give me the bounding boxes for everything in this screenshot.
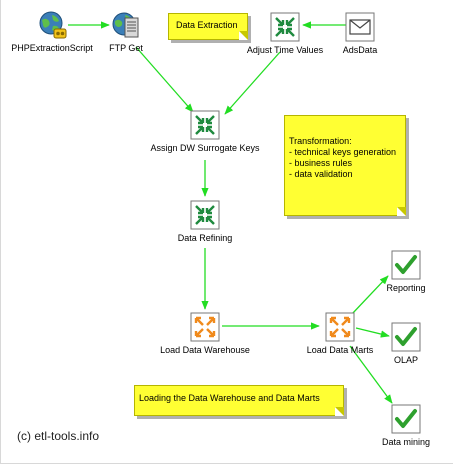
note-loading[interactable]: Loading the Data Warehouse and Data Mart…: [134, 385, 344, 416]
split-arrows-icon: [190, 312, 220, 342]
node-label: FTP Get: [109, 43, 143, 53]
node-label: Data mining: [381, 437, 431, 447]
node-data-mining[interactable]: Data mining: [374, 404, 438, 448]
node-assign-dw-surrogate-keys[interactable]: Assign DW Surrogate Keys: [145, 110, 265, 154]
merge-arrows-icon: [190, 200, 220, 230]
note-data-extraction[interactable]: Data Extraction: [168, 13, 248, 40]
note-fold: [239, 31, 248, 40]
node-label: AdsData: [342, 45, 378, 55]
note-fold: [335, 407, 344, 416]
php-script-icon: [37, 10, 67, 40]
node-load-data-marts[interactable]: Load Data Marts: [295, 312, 385, 356]
node-label: Reporting: [386, 283, 426, 293]
connector-adjust-to-assign: [224, 51, 281, 115]
connector-marts-to-olap: [355, 327, 390, 338]
left-border: [0, 0, 1, 464]
connector-ftp-to-assign: [135, 46, 194, 113]
checkmark-icon: [391, 250, 421, 280]
node-label: Load Data Warehouse: [160, 345, 250, 355]
node-php-extraction-script[interactable]: PHPExtractionScript: [2, 10, 102, 54]
node-data-refining[interactable]: Data Refining: [165, 200, 245, 244]
note-transformation-line-4: - data validation: [289, 169, 353, 179]
note-transformation-line-3: - business rules: [289, 158, 353, 168]
note-fold: [397, 207, 406, 216]
checkmark-icon: [391, 404, 421, 434]
ftp-server-icon: [111, 10, 141, 40]
node-load-data-warehouse[interactable]: Load Data Warehouse: [150, 312, 260, 356]
node-olap[interactable]: OLAP: [380, 322, 432, 366]
node-label: PHPExtractionScript: [11, 43, 93, 53]
connector-marts-to-reporting: [351, 275, 389, 315]
envelope-icon: [345, 12, 375, 42]
node-label: Adjust Time Values: [246, 45, 324, 55]
merge-arrows-icon: [270, 12, 300, 42]
split-arrows-icon: [325, 312, 355, 342]
checkmark-icon: [391, 322, 421, 352]
node-ads-data[interactable]: AdsData: [332, 12, 388, 56]
node-ftp-get[interactable]: FTP Get: [100, 10, 152, 54]
node-label: Assign DW Surrogate Keys: [150, 143, 260, 153]
merge-arrows-icon: [190, 110, 220, 140]
node-label: OLAP: [393, 355, 418, 365]
note-data-extraction-line-1: Data Extraction: [176, 20, 238, 30]
connector-marts-to-datamining: [349, 345, 393, 404]
note-transformation-line-2: - technical keys generation: [289, 147, 397, 157]
node-adjust-time-values[interactable]: Adjust Time Values: [235, 12, 335, 56]
note-transformation-line-1: Transformation:: [289, 136, 352, 146]
note-loading-line-1: Loading the Data Warehouse and Data Mart…: [139, 393, 320, 403]
node-label: Load Data Marts: [306, 345, 374, 355]
note-transformation[interactable]: Transformation: - technical keys generat…: [284, 115, 406, 216]
node-reporting[interactable]: Reporting: [380, 250, 432, 294]
node-label: Data Refining: [177, 233, 233, 243]
copyright-text: (c) etl-tools.info: [17, 429, 100, 443]
